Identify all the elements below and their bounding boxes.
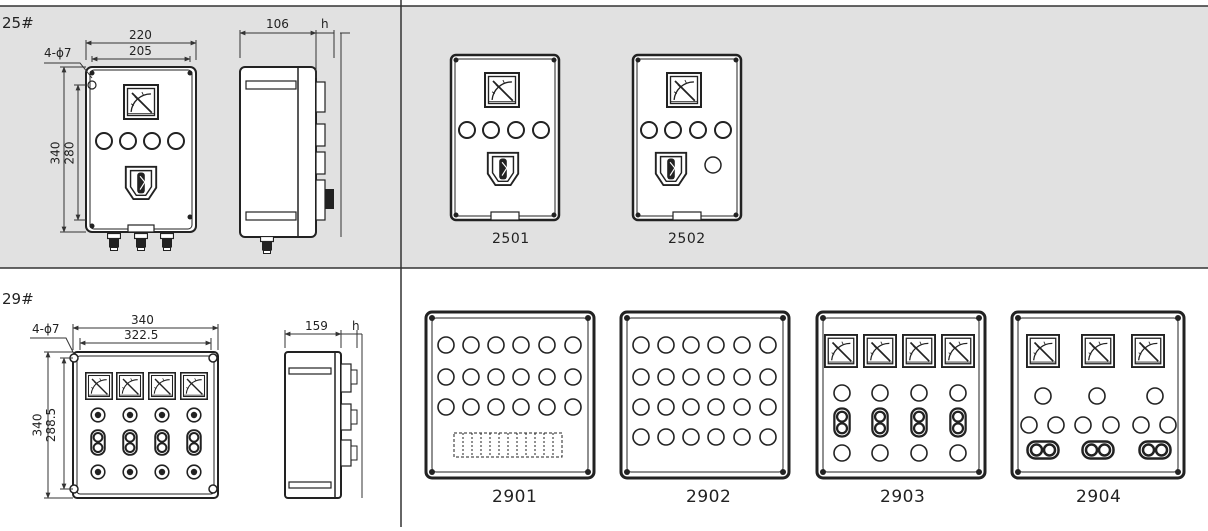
variant-code-2901: 2901 [492, 487, 538, 507]
box25-side-view [239, 66, 334, 254]
box25-front-view [85, 66, 197, 251]
dim29-extra-h: h [352, 319, 360, 333]
variant-code-2902: 2902 [686, 487, 732, 507]
top-band-background [0, 6, 1208, 268]
variant-2901-drawing [424, 310, 596, 480]
variant-2904-drawing [1010, 310, 1186, 480]
dim25-inner-height: 280 [62, 141, 77, 165]
variant-code-2904: 2904 [1076, 487, 1122, 507]
dim29-depth: 159 [305, 319, 328, 333]
variant-code-2501: 2501 [492, 231, 530, 247]
dim29-outer-height: 340 [30, 413, 45, 437]
section-title-29: 29# [2, 290, 34, 308]
dim25-holes: 4-ϕ7 [44, 46, 72, 60]
dim25-extra-h: h [321, 17, 329, 31]
variant-2502-drawing [631, 53, 743, 222]
dim25-outer-width: 220 [129, 28, 152, 42]
dim29-holes: 4-ϕ7 [32, 322, 60, 336]
variant-2903-drawing [815, 310, 987, 480]
dim25-depth: 106 [266, 17, 289, 31]
dim29-inner-width: 322.5 [124, 328, 159, 342]
variant-code-2502: 2502 [668, 231, 706, 247]
box29-front-view [69, 351, 219, 499]
box25-side-dimensions [239, 30, 350, 237]
variant-code-2903: 2903 [880, 487, 926, 507]
dim29-inner-height: 288.5 [44, 407, 59, 443]
box29-side-dimensions [284, 330, 363, 498]
variant-2501-drawing [449, 53, 561, 222]
dim29-outer-width: 340 [131, 313, 154, 327]
box29-side-view [284, 351, 358, 499]
dim25-inner-width: 205 [129, 44, 152, 58]
variant-2902-drawing [619, 310, 791, 480]
section-title-25: 25# [2, 14, 34, 32]
box25-front-dimensions [44, 40, 197, 233]
dim25-outer-height: 340 [48, 141, 63, 165]
box29-front-dimensions [30, 324, 219, 499]
